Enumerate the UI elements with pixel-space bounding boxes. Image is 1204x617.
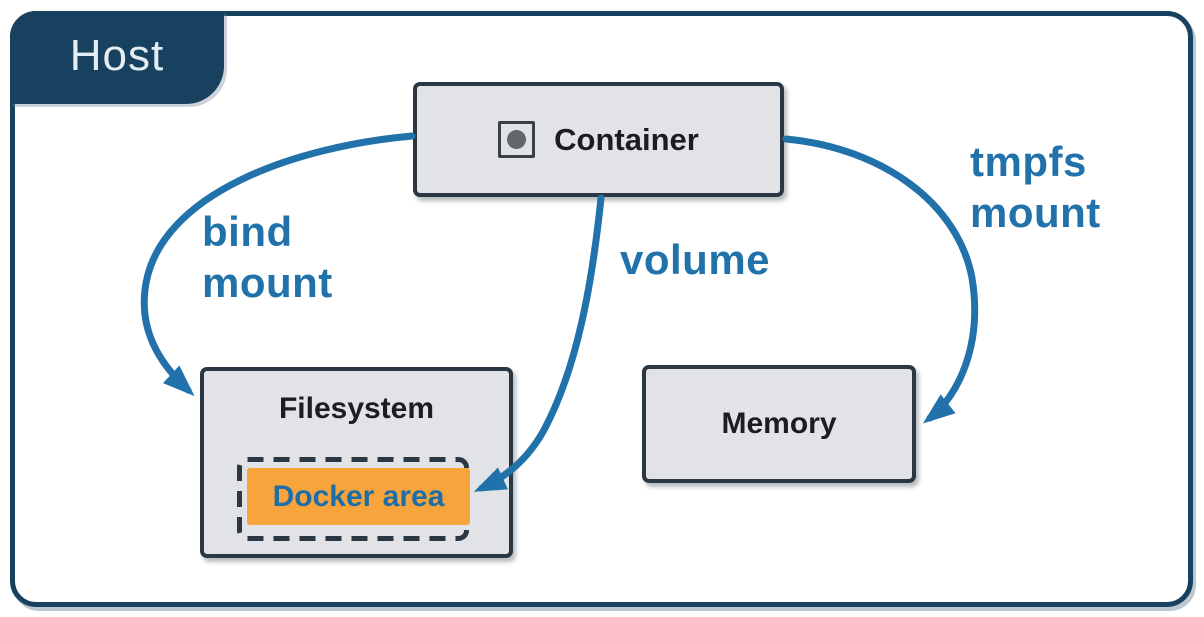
docker-area-dashed-frame [237,457,469,541]
container-node: Container [413,82,784,197]
tmpfs-mount-edge-label: tmpfs mount [970,138,1101,237]
volume-edge-label: volume [620,236,771,283]
filesystem-node: Filesystem Docker area [200,367,513,558]
docker-area-node: Docker area [247,468,470,525]
container-label: Container [554,121,699,157]
host-label: Host [69,30,165,80]
container-icon-dot [507,130,527,149]
container-icon [498,121,536,158]
bind-mount-edge-label: bind mount [202,208,333,307]
memory-node: Memory [642,365,916,483]
memory-label: Memory [721,407,837,440]
filesystem-label: Filesystem [278,392,435,425]
host-boundary [10,11,1193,607]
docker-area-label: Docker area [272,479,445,513]
host-tab: Host [10,11,224,104]
